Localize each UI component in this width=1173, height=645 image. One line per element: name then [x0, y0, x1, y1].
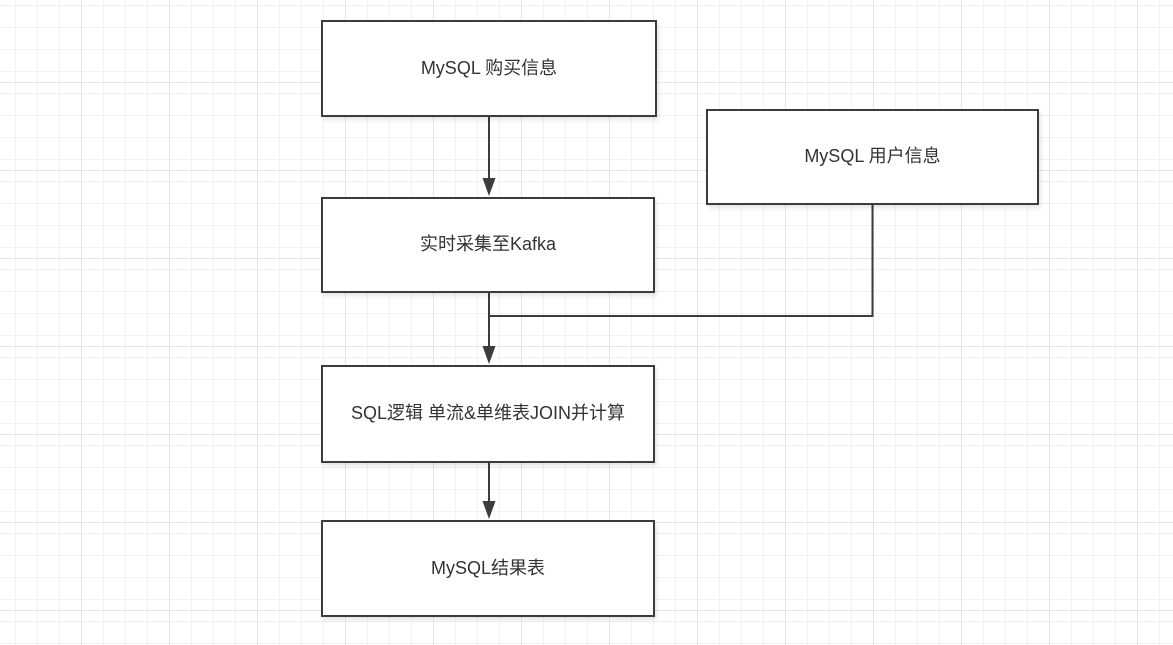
node-mysql-purchase: MySQL 购买信息 — [321, 20, 657, 117]
node-label: MySQL 用户信息 — [804, 146, 941, 167]
node-sql-join: SQL逻辑 单流&单维表JOIN并计算 — [321, 365, 655, 463]
node-label: MySQL 购买信息 — [420, 57, 558, 78]
edge-kafka-to-join — [482, 293, 496, 364]
node-label: SQL逻辑 单流&单维表JOIN并计算 — [350, 403, 626, 424]
node-label: MySQL结果表 — [430, 557, 545, 578]
edge-join-to-result — [482, 463, 496, 519]
arrowhead-down-icon — [482, 178, 496, 196]
arrowhead-down-icon — [482, 346, 496, 364]
arrowhead-down-icon — [482, 501, 496, 519]
node-kafka-collect: 实时采集至Kafka — [321, 197, 655, 293]
node-mysql-result: MySQL结果表 — [321, 520, 655, 617]
node-mysql-user: MySQL 用户信息 — [706, 109, 1039, 205]
edge-purchase-to-kafka — [482, 117, 496, 196]
node-label: 实时采集至Kafka — [419, 234, 557, 255]
